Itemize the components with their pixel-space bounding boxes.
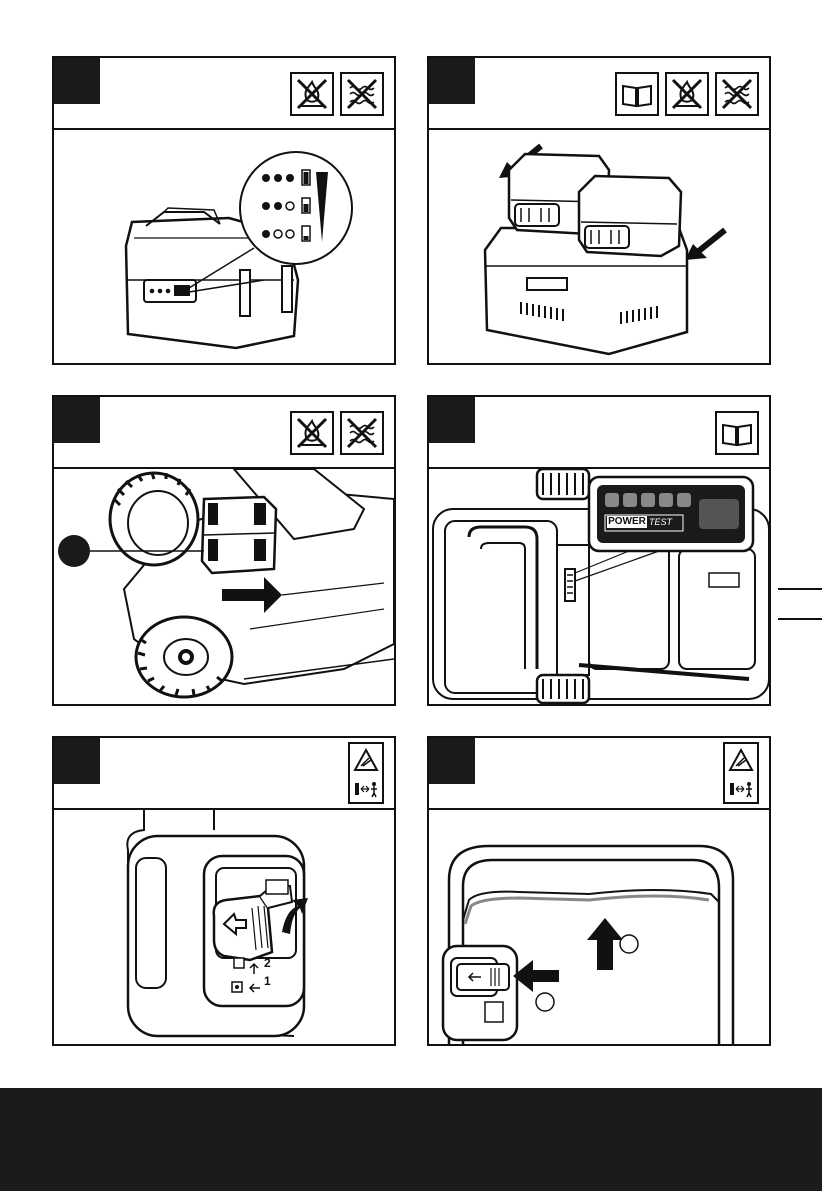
warning-icons	[290, 72, 384, 116]
keep-distance-icon	[353, 779, 379, 799]
panel-header	[54, 58, 394, 130]
charger-illustration	[429, 130, 769, 363]
panel-header	[429, 397, 769, 469]
handle-key-illustration: 2 1	[54, 810, 394, 1044]
no-fire-icon	[290, 411, 334, 455]
warning-icons	[715, 411, 759, 455]
panel-safety-key: 2 1	[52, 736, 396, 1046]
mower-top-view: POWER TEST	[429, 469, 769, 704]
warning-icons	[723, 742, 759, 804]
step-badge	[429, 397, 475, 443]
step-badge	[429, 738, 475, 784]
side-reference-line	[778, 618, 822, 620]
warning-icons	[290, 411, 384, 455]
panel-header	[54, 397, 394, 469]
handle-lever-illustration	[429, 810, 769, 1044]
power-label: POWER	[607, 516, 647, 528]
safety-warning-icons	[723, 742, 759, 804]
panel-header	[429, 738, 769, 810]
step-badge	[54, 397, 100, 443]
keep-distance-icon	[728, 779, 754, 799]
warning-icons	[348, 742, 384, 804]
key-step-1-label: 1	[264, 974, 271, 988]
panel-header	[54, 738, 394, 810]
warning-icons	[615, 72, 759, 116]
manual-book-icon	[715, 411, 759, 455]
step-badge	[54, 738, 100, 784]
step-badge	[429, 58, 475, 104]
no-water-icon	[715, 72, 759, 116]
blade-warning-icon	[353, 748, 379, 772]
panel-charger	[427, 56, 771, 365]
mower-battery-illustration	[54, 469, 394, 704]
panel-insert-battery	[52, 395, 396, 706]
no-fire-icon	[290, 72, 334, 116]
manual-book-icon	[615, 72, 659, 116]
key-step-2-label: 2	[264, 956, 271, 970]
blade-warning-icon	[728, 748, 754, 772]
step-badge	[54, 58, 100, 104]
panel-battery-level	[52, 56, 396, 365]
footer-bar	[0, 1088, 822, 1191]
test-label: TEST	[649, 516, 679, 528]
no-fire-icon	[665, 72, 709, 116]
no-water-icon	[340, 411, 384, 455]
battery-illustration	[54, 130, 394, 363]
side-reference-line	[778, 588, 822, 590]
panel-header	[429, 58, 769, 130]
panel-start-lever	[427, 736, 771, 1046]
panel-power-test: POWER TEST	[427, 395, 771, 706]
callout-circle	[58, 535, 90, 567]
no-water-icon	[340, 72, 384, 116]
safety-warning-icons	[348, 742, 384, 804]
